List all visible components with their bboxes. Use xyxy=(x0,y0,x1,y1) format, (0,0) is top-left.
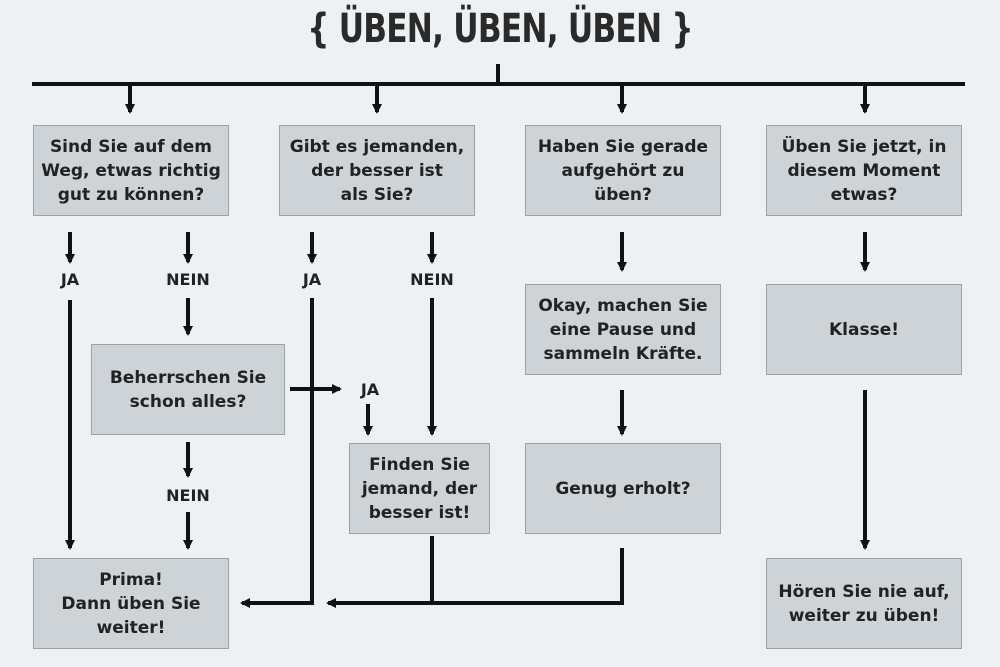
label-nein-1: NEIN xyxy=(166,270,210,289)
question-on-the-way-box: Sind Sie auf dem Weg, etwas richtig gut … xyxy=(33,125,229,216)
question-master-all-box: Beherrschen Sie schon alles? xyxy=(91,344,285,435)
arrow-ja2-prima xyxy=(240,298,314,608)
label-nein-2: NEIN xyxy=(410,270,454,289)
question-recovered-box: Genug erholt? xyxy=(525,443,721,534)
answer-take-break-box: Okay, machen Sie eine Pause und sammeln … xyxy=(525,284,721,375)
page-title: { ÜBEN, ÜBEN, ÜBEN } xyxy=(307,6,693,52)
answer-find-someone-box: Finden Sie jemand, der besser ist! xyxy=(349,443,490,534)
label-ja-1: JA xyxy=(60,270,80,289)
label-ja-3: JA xyxy=(360,380,380,399)
question-practicing-now-box: Üben Sie jetzt, in diesem Moment etwas? xyxy=(766,125,962,216)
arrow-recovered-prima xyxy=(326,548,624,608)
answer-prima-box: Prima! Dann üben Sie weiter! xyxy=(33,558,229,649)
label-ja-2: JA xyxy=(302,270,322,289)
question-someone-better-box: Gibt es jemanden, der besser ist als Sie… xyxy=(279,125,475,216)
label-nein-3: NEIN xyxy=(166,486,210,505)
answer-never-stop-box: Hören Sie nie auf, weiter zu üben! xyxy=(766,558,962,649)
answer-great-box: Klasse! xyxy=(766,284,962,375)
question-just-stopped-box: Haben Sie gerade aufgehört zu üben? xyxy=(525,125,721,216)
